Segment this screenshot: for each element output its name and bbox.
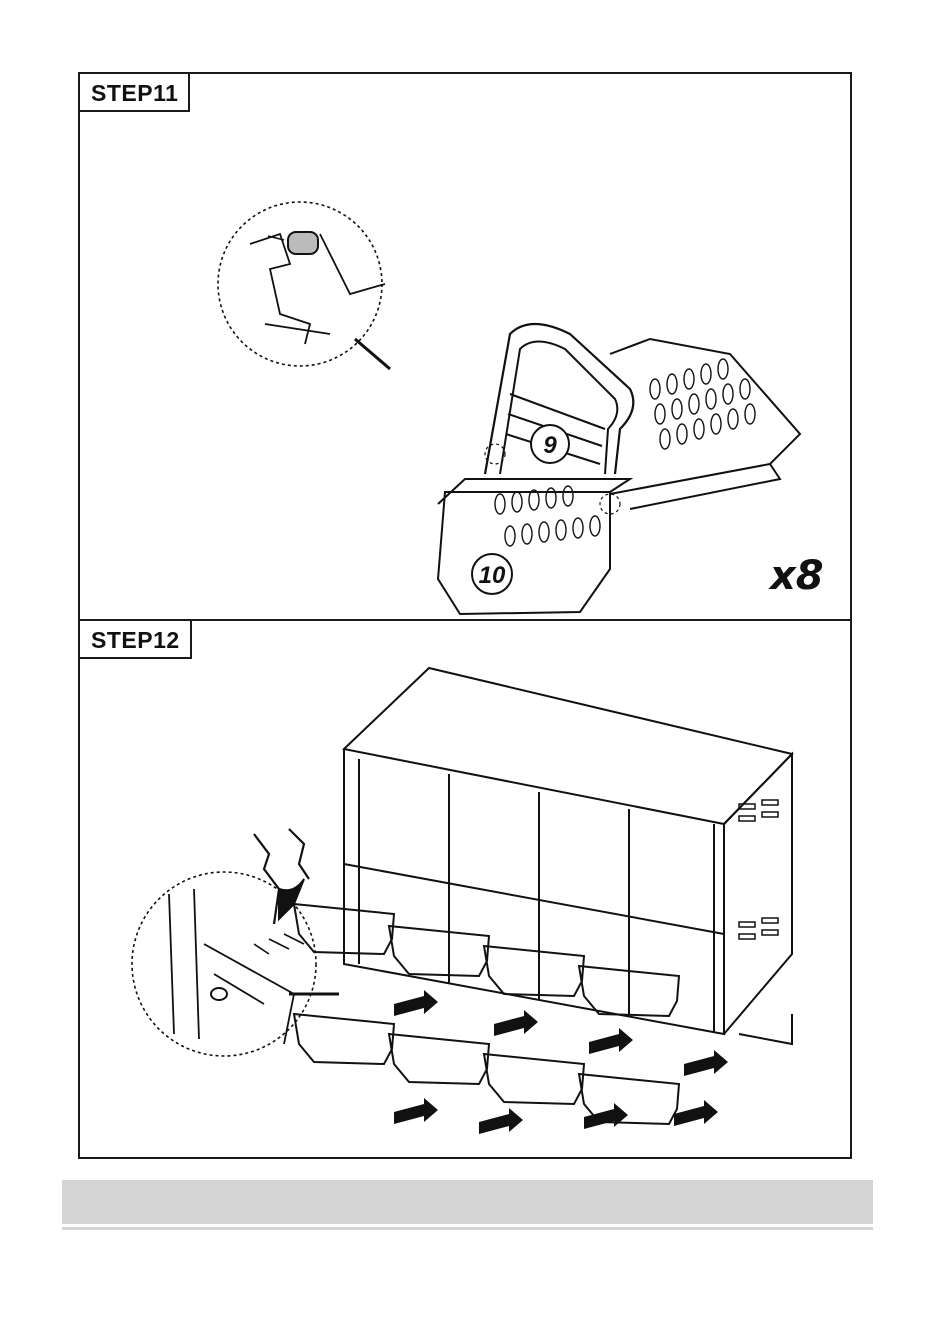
step-11-label: STEP11 xyxy=(80,74,190,112)
step-12-illustration xyxy=(94,664,824,1134)
part-9-label: 9 xyxy=(543,432,557,459)
instruction-frame: STEP11 STEP12 xyxy=(78,72,852,1159)
footer-bar xyxy=(62,1180,873,1224)
quantity-multiplier: x8 xyxy=(768,553,824,599)
footer-rule xyxy=(62,1227,873,1230)
part-10-label: 10 xyxy=(479,562,506,589)
step-11-illustration: 9 10 x8 xyxy=(210,174,850,629)
step-12-label: STEP12 xyxy=(80,621,192,659)
